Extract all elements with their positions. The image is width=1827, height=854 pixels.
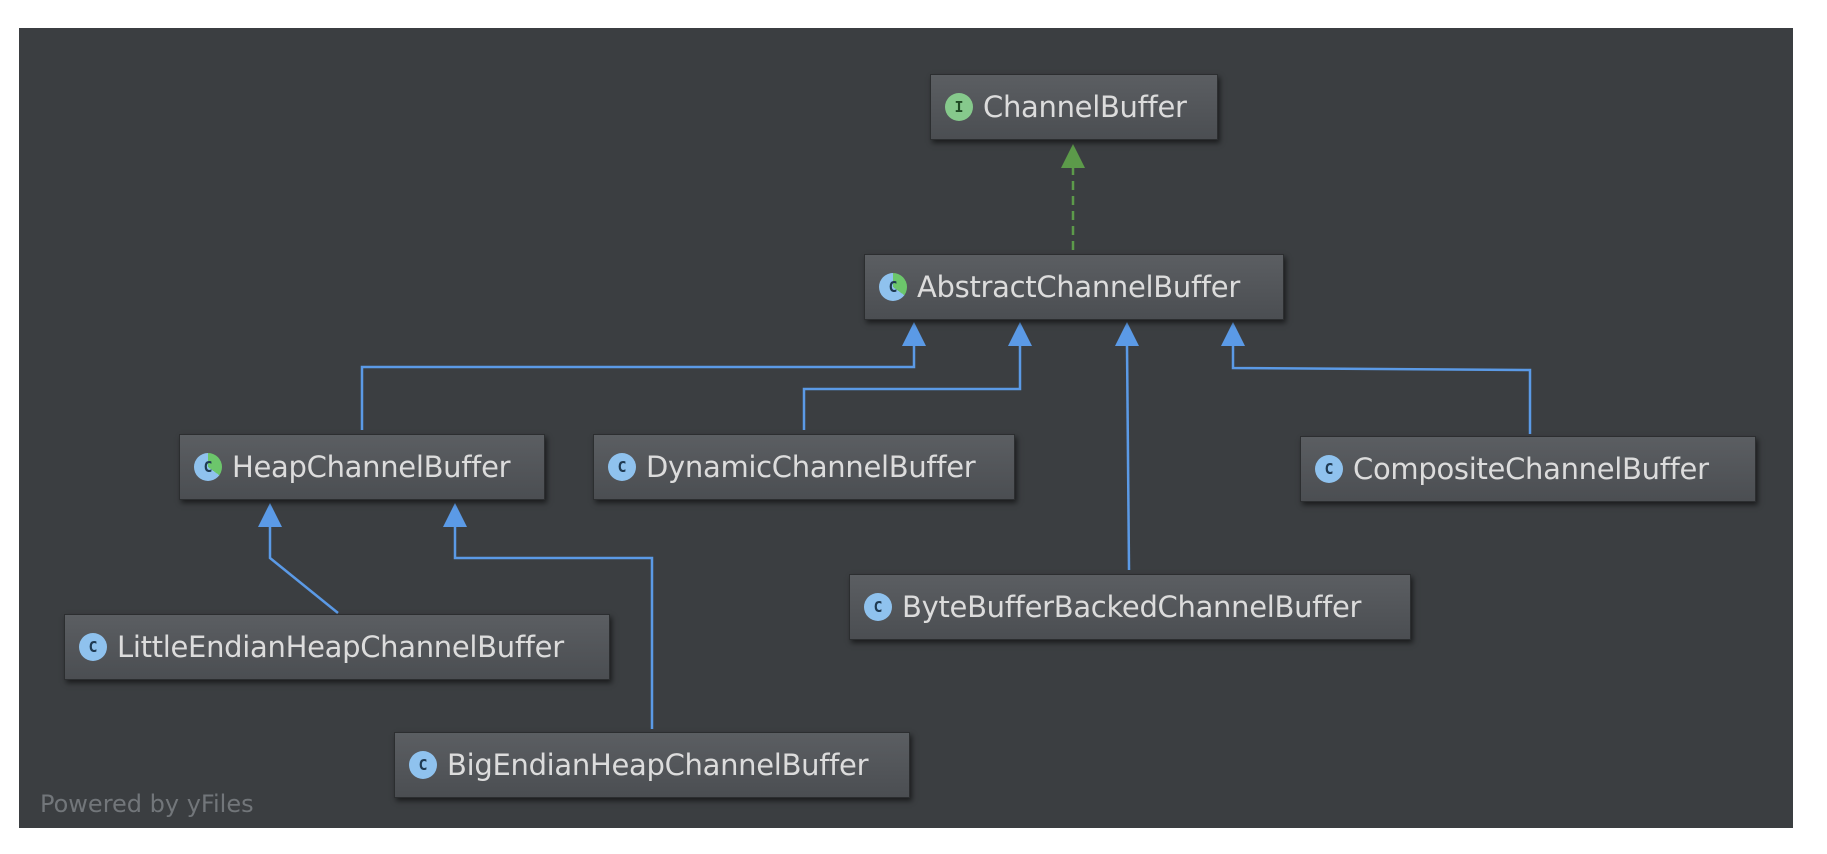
node-compositechannelbuffer[interactable]: C CompositeChannelBuffer (1300, 436, 1756, 502)
edge-bigendian-to-heap (453, 527, 654, 729)
extends-arrowhead (443, 503, 467, 527)
edge-dynamic-to-abstract (802, 346, 1022, 430)
edge-littleendian-to-heap (268, 527, 339, 614)
class-icon: C (79, 633, 107, 661)
node-bytebufferbackedchannelbuffer[interactable]: C ByteBufferBackedChannelBuffer (849, 574, 1411, 640)
abstract-class-icon: C (879, 273, 907, 301)
extends-arrowhead (1221, 322, 1245, 346)
class-icon: C (608, 453, 636, 481)
interface-icon: I (945, 93, 973, 121)
node-label: HeapChannelBuffer (232, 450, 511, 484)
powered-by-footer: Powered by yFiles (40, 790, 254, 818)
extends-arrowhead (1115, 322, 1139, 346)
node-label: AbstractChannelBuffer (917, 270, 1240, 304)
extends-arrowhead (902, 322, 926, 346)
node-label: ChannelBuffer (983, 90, 1187, 124)
node-label: ByteBufferBackedChannelBuffer (902, 590, 1362, 624)
extends-arrowhead (258, 503, 282, 527)
node-label: DynamicChannelBuffer (646, 450, 976, 484)
implements-arrowhead (1061, 144, 1085, 168)
node-channelbuffer[interactable]: I ChannelBuffer (930, 74, 1218, 140)
node-label: BigEndianHeapChannelBuffer (447, 748, 869, 782)
node-label: LittleEndianHeapChannelBuffer (117, 630, 564, 664)
node-label: CompositeChannelBuffer (1353, 452, 1709, 486)
abstract-class-icon: C (194, 453, 222, 481)
node-dynamicchannelbuffer[interactable]: C DynamicChannelBuffer (593, 434, 1015, 500)
edge-bytebuffer-to-abstract (1125, 345, 1131, 571)
node-heapchannelbuffer[interactable]: C HeapChannelBuffer (179, 434, 545, 500)
extends-arrowhead (1008, 322, 1032, 346)
edge-heap-to-abstract (360, 346, 916, 430)
class-icon: C (1315, 455, 1343, 483)
node-bigendianheapchannelbuffer[interactable]: C BigEndianHeapChannelBuffer (394, 732, 910, 798)
edge-composite-to-abstract (1231, 346, 1532, 434)
class-icon: C (409, 751, 437, 779)
class-icon: C (864, 593, 892, 621)
node-littleendianheapchannelbuffer[interactable]: C LittleEndianHeapChannelBuffer (64, 614, 610, 680)
diagram-canvas (19, 28, 1793, 828)
node-abstractchannelbuffer[interactable]: C AbstractChannelBuffer (864, 254, 1284, 320)
